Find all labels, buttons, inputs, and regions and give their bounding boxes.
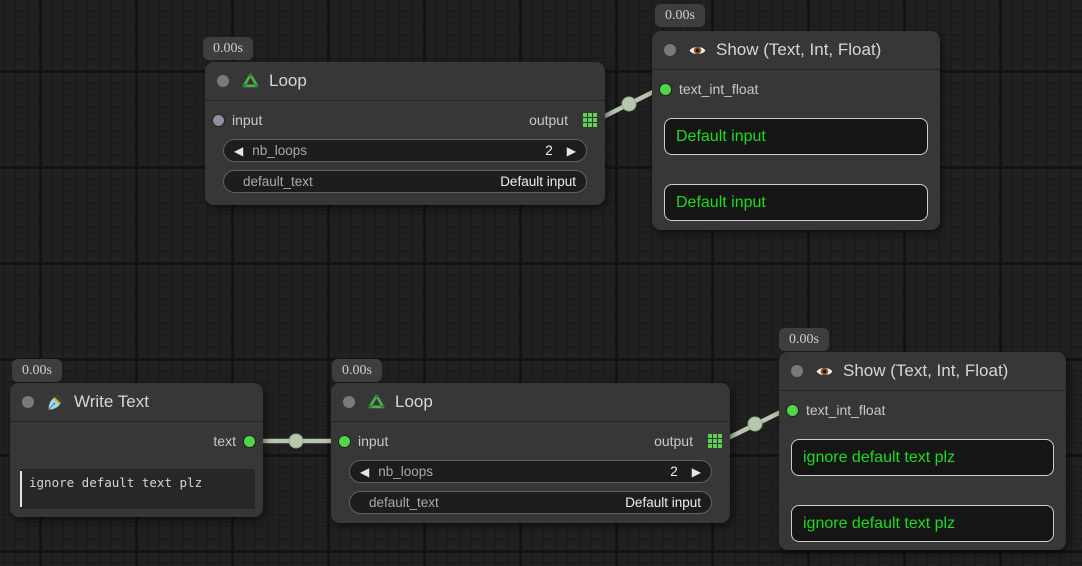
node-header[interactable]: Write Text <box>10 383 263 422</box>
recycle-icon <box>368 393 385 409</box>
eye-icon <box>688 45 707 55</box>
widget-value: 2 <box>670 464 678 479</box>
node-loop-top[interactable]: Loop input output ◀ nb_loops 2 ▶ default… <box>205 62 605 205</box>
show-text-display[interactable]: ignore default text plz <box>791 439 1054 476</box>
eye-icon <box>815 366 834 376</box>
output-grid-slot-icon[interactable] <box>583 113 597 127</box>
node-write-text[interactable]: Write Text text ignore default text plz <box>10 383 263 517</box>
widget-name: default_text <box>243 174 313 189</box>
widget-value: Default input <box>500 174 576 189</box>
decrement-arrow-icon[interactable]: ◀ <box>234 143 244 158</box>
nb-loops-stepper[interactable]: ◀ nb_loops 2 ▶ <box>349 460 712 483</box>
widget-name: nb_loops <box>252 143 308 158</box>
wire-midpoint-dot[interactable] <box>621 96 637 112</box>
node-title: Show (Text, Int, Float) <box>843 361 1009 380</box>
output-slot-label: output <box>529 112 568 128</box>
output-slot-label: text <box>213 433 236 449</box>
collapse-dot[interactable] <box>22 396 34 408</box>
increment-arrow-icon[interactable]: ▶ <box>691 464 701 479</box>
wire-midpoint-dot[interactable] <box>288 433 304 449</box>
widget-name: default_text <box>369 495 439 510</box>
collapse-dot[interactable] <box>217 75 229 87</box>
collapse-dot[interactable] <box>791 365 803 377</box>
text-caret <box>20 471 22 507</box>
node-title: Loop <box>395 392 433 411</box>
execution-time-badge: 0.00s <box>779 328 829 351</box>
collapse-dot[interactable] <box>343 396 355 408</box>
nb-loops-stepper[interactable]: ◀ nb_loops 2 ▶ <box>223 139 587 162</box>
input-slot[interactable] <box>339 435 350 447</box>
output-grid-slot-icon[interactable] <box>708 434 722 448</box>
show-text-display[interactable]: Default input <box>664 184 928 221</box>
output-slot-label: output <box>654 433 693 449</box>
node-header[interactable]: Loop <box>331 383 730 422</box>
node-header[interactable]: Show (Text, Int, Float) <box>779 352 1066 391</box>
input-slot[interactable] <box>213 114 224 126</box>
input-slot[interactable] <box>660 83 671 95</box>
wire-midpoint-dot[interactable] <box>747 416 763 432</box>
show-text-display[interactable]: ignore default text plz <box>791 505 1054 542</box>
input-slot-label: input <box>358 433 389 449</box>
default-text-widget[interactable]: default_text Default input <box>223 170 587 193</box>
execution-time-badge: 0.00s <box>203 37 253 60</box>
recycle-icon <box>242 72 259 88</box>
node-title: Show (Text, Int, Float) <box>716 40 882 59</box>
write-text-input[interactable]: ignore default text plz <box>20 469 255 509</box>
input-slot-label: input <box>232 112 263 128</box>
increment-arrow-icon[interactable]: ▶ <box>566 143 576 158</box>
node-header[interactable]: Show (Text, Int, Float) <box>652 31 940 70</box>
input-slot-label: text_int_float <box>806 402 886 418</box>
node-loop-bottom[interactable]: Loop input output ◀ nb_loops 2 ▶ default… <box>331 383 730 523</box>
node-show-top[interactable]: Show (Text, Int, Float) text_int_float D… <box>652 31 940 230</box>
widget-name: nb_loops <box>378 464 434 479</box>
widget-value: Default input <box>625 495 701 510</box>
execution-time-badge: 0.00s <box>655 4 705 27</box>
show-text-display[interactable]: Default input <box>664 118 928 155</box>
node-title: Write Text <box>74 392 149 411</box>
input-slot[interactable] <box>787 404 798 416</box>
node-show-bottom[interactable]: Show (Text, Int, Float) text_int_float i… <box>779 352 1066 550</box>
execution-time-badge: 0.00s <box>12 359 62 382</box>
widget-value: 2 <box>545 143 553 158</box>
input-slot-label: text_int_float <box>679 81 759 97</box>
collapse-dot[interactable] <box>664 44 676 56</box>
execution-time-badge: 0.00s <box>332 359 382 382</box>
node-header[interactable]: Loop <box>205 62 605 101</box>
output-slot[interactable] <box>244 435 255 447</box>
pen-icon <box>48 394 64 410</box>
decrement-arrow-icon[interactable]: ◀ <box>360 464 370 479</box>
node-title: Loop <box>269 71 307 90</box>
default-text-widget[interactable]: default_text Default input <box>349 491 712 514</box>
